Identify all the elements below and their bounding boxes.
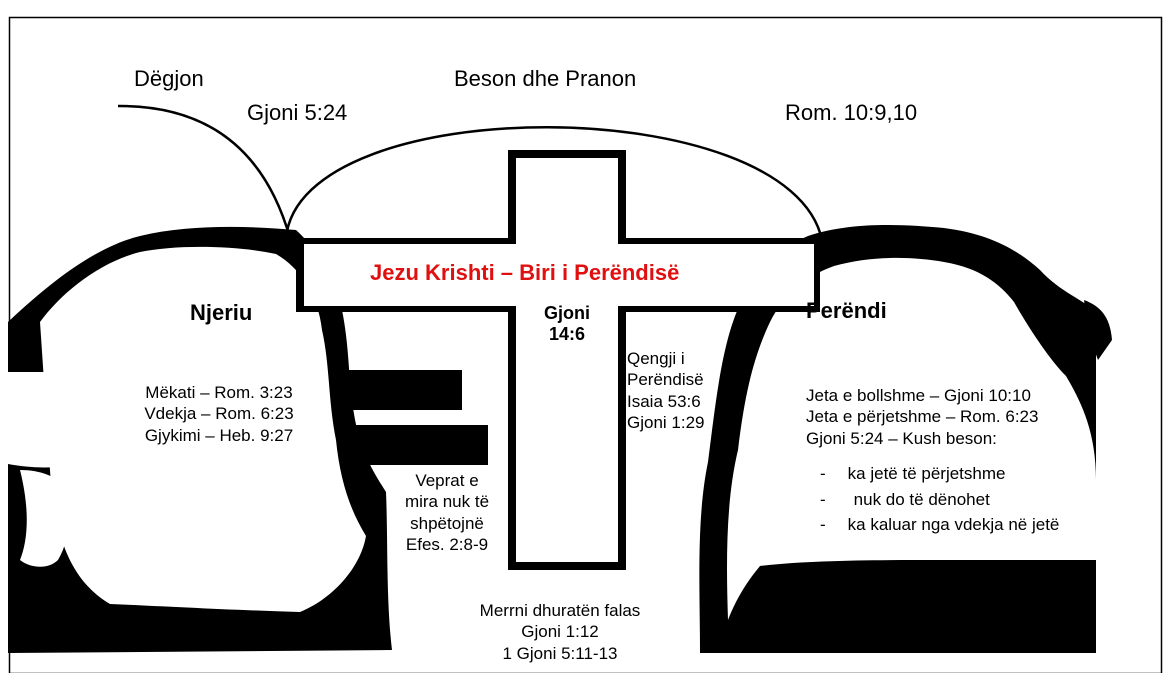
left-cliff-shape — [8, 226, 392, 654]
bullet-text: nuk do të dënohet — [853, 489, 990, 509]
works-line: shpëtojnë — [410, 513, 484, 533]
lamb-line: Gjoni 1:29 — [627, 412, 705, 432]
bullet-item: - nuk do të dënohet — [820, 487, 1059, 513]
bullet-text: ka jetë të përjetshme — [847, 464, 1006, 483]
works-text: Veprat e mira nuk të shpëtojnë Efes. 2:8… — [392, 470, 502, 555]
cross-ref: Gjoni 14:6 — [517, 303, 617, 344]
cross-ref-line2: 14:6 — [548, 323, 586, 344]
lamb-line: Isaia 53:6 — [627, 391, 701, 411]
ref-right-label: Rom. 10:9,10 — [785, 100, 918, 125]
works-block-lower — [348, 425, 488, 465]
believes-label: Beson dhe Pranon — [454, 66, 637, 91]
bullet-item: - ka kaluar nga vdekja në jetë — [820, 512, 1059, 538]
works-line: Veprat e — [415, 471, 479, 490]
works-block-upper — [340, 370, 462, 410]
right-cliff-shape — [699, 225, 1112, 653]
cross-shape — [296, 150, 820, 570]
lamb-text: Qengji i Perëndisë Isaia 53:6 Gjoni 1:29 — [627, 348, 705, 433]
right-cliff-lines: Jeta e bollshme – Gjoni 10:10 Jeta e për… — [806, 385, 1038, 449]
lamb-line: Perëndisë — [627, 370, 704, 390]
gift-line: Gjoni 1:12 — [521, 622, 599, 642]
right-cliff-line: Jeta e përjetshme – Rom. 6:23 — [806, 407, 1039, 427]
gift-line: 1 Gjoni 5:11-13 — [502, 643, 618, 663]
gift-line: Merrni dhuratën falas — [479, 601, 641, 620]
left-cliff-line: Gjykimi – Heb. 9:27 — [144, 425, 294, 445]
right-cliff-bullets: - ka jetë të përjetshme - nuk do të dëno… — [820, 461, 1059, 538]
right-cliff-line: Gjoni 5:24 – Kush beson: — [806, 428, 997, 448]
cross-ref-line1: Gjoni — [544, 303, 590, 323]
right-cliff-title: Perëndi — [806, 298, 887, 323]
hears-label: Dëgjon — [134, 66, 204, 91]
left-cliff-title: Njeriu — [190, 300, 253, 325]
bullet-text: ka kaluar nga vdekja në jetë — [847, 515, 1060, 534]
left-cliff-line: Mëkati – Rom. 3:23 — [145, 383, 293, 402]
hears-arc — [117, 104, 292, 239]
bullet-marker: - — [820, 489, 826, 509]
ref-left-label: Gjoni 5:24 — [247, 100, 348, 125]
bullet-item: - ka jetë të përjetshme — [820, 461, 1059, 487]
bullet-marker: - — [820, 464, 826, 483]
left-cliff-lines: Mëkati – Rom. 3:23 Vdekja – Rom. 6:23 Gj… — [112, 382, 326, 446]
believes-arc — [284, 126, 824, 241]
right-cliff-line: Jeta e bollshme – Gjoni 10:10 — [806, 386, 1031, 405]
bullet-marker: - — [820, 515, 826, 534]
works-line: Efes. 2:8-9 — [405, 534, 489, 554]
gift-text: Merrni dhuratën falas Gjoni 1:12 1 Gjoni… — [450, 600, 670, 664]
left-cliff-line: Vdekja – Rom. 6:23 — [144, 404, 294, 424]
cross-title: Jezu Krishti – Biri i Perëndisë — [370, 260, 680, 285]
works-line: mira nuk të — [404, 492, 490, 512]
lamb-line: Qengji i — [627, 349, 685, 368]
